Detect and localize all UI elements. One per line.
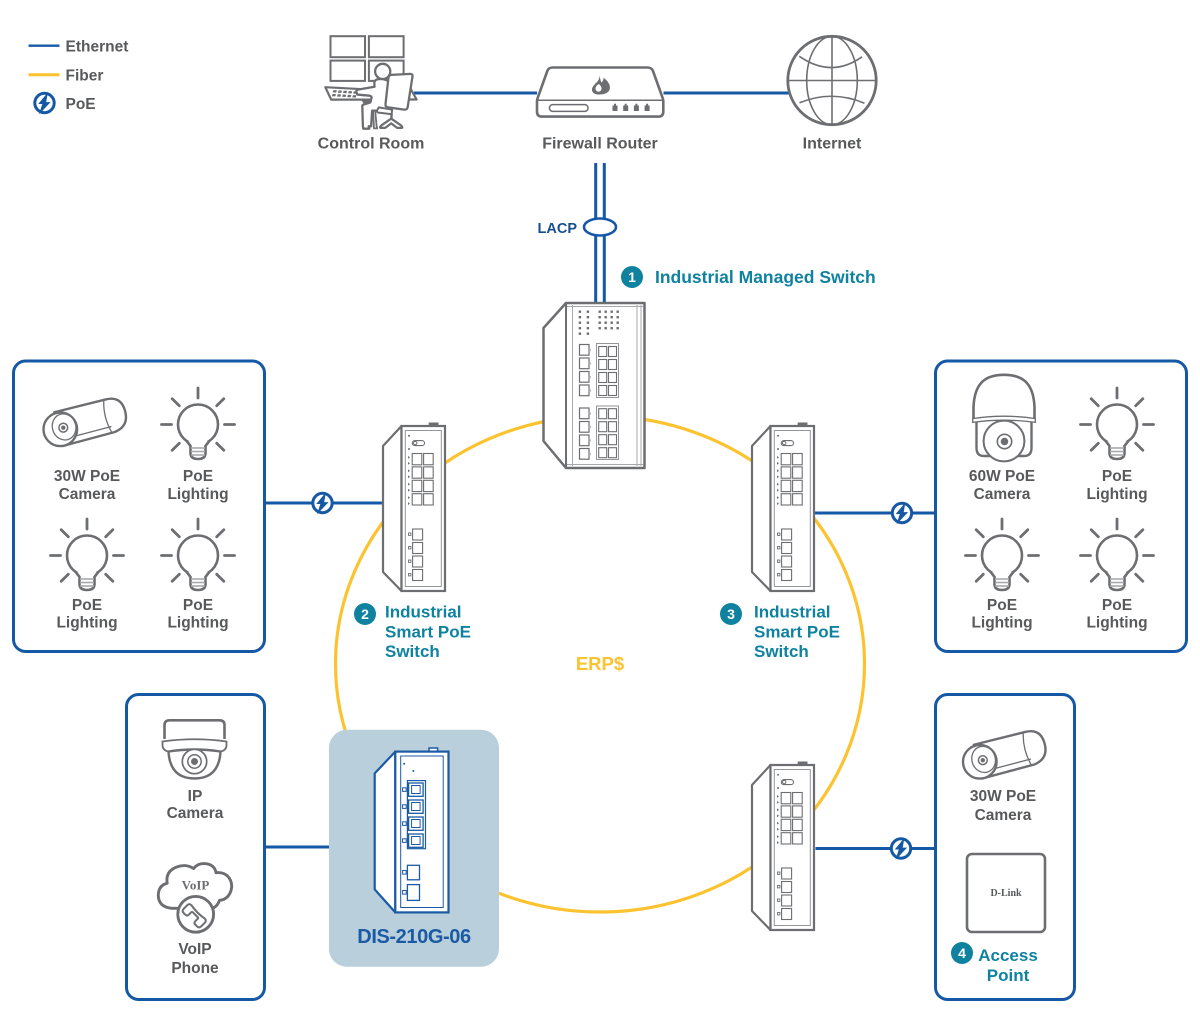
svg-text:30W PoE: 30W PoE [54, 468, 120, 485]
svg-text:PoE: PoE [183, 597, 213, 614]
svg-text:Camera: Camera [974, 486, 1031, 503]
svg-text:3: 3 [727, 606, 735, 622]
svg-text:2: 2 [361, 606, 369, 622]
svg-text:Industrial: Industrial [754, 603, 831, 622]
svg-text:PoE: PoE [72, 597, 102, 614]
svg-text:Lighting: Lighting [167, 615, 228, 632]
svg-text:IP: IP [188, 788, 203, 805]
svg-text:Lighting: Lighting [1086, 615, 1147, 632]
svg-text:Firewall Router: Firewall Router [542, 136, 658, 153]
svg-text:Lighting: Lighting [167, 486, 228, 503]
svg-text:VoIP: VoIP [182, 878, 210, 893]
svg-text:D-Link: D-Link [990, 888, 1022, 899]
svg-text:Fiber: Fiber [66, 68, 104, 85]
svg-text:Lighting: Lighting [1086, 486, 1147, 503]
svg-text:Access: Access [978, 946, 1038, 965]
svg-text:DIS-210G-06: DIS-210G-06 [357, 926, 471, 948]
svg-text:4: 4 [958, 945, 966, 961]
svg-text:LACP: LACP [538, 221, 578, 237]
svg-text:Ethernet: Ethernet [66, 39, 129, 56]
svg-text:Smart PoE: Smart PoE [754, 623, 840, 642]
svg-text:PoE: PoE [183, 468, 213, 485]
svg-text:Camera: Camera [975, 807, 1032, 824]
svg-text:PoE: PoE [987, 597, 1017, 614]
svg-text:VoIP: VoIP [178, 941, 211, 958]
svg-text:Camera: Camera [167, 805, 224, 822]
svg-text:1: 1 [628, 269, 636, 285]
svg-text:Lighting: Lighting [971, 615, 1032, 632]
svg-text:PoE: PoE [66, 96, 96, 113]
svg-text:Industrial Managed Switch: Industrial Managed Switch [655, 267, 876, 287]
svg-text:Switch: Switch [385, 642, 440, 661]
svg-text:Industrial: Industrial [385, 603, 462, 622]
svg-text:Control Room: Control Room [318, 136, 425, 153]
svg-text:Switch: Switch [754, 642, 809, 661]
svg-text:ERP$: ERP$ [576, 653, 625, 674]
svg-text:Point: Point [987, 966, 1030, 985]
svg-text:Lighting: Lighting [56, 615, 117, 632]
svg-text:Phone: Phone [171, 960, 219, 977]
svg-text:PoE: PoE [1102, 468, 1132, 485]
svg-text:30W PoE: 30W PoE [970, 788, 1036, 805]
svg-text:PoE: PoE [1102, 597, 1132, 614]
svg-text:Camera: Camera [59, 486, 116, 503]
svg-text:Internet: Internet [803, 136, 862, 153]
svg-text:Smart PoE: Smart PoE [385, 623, 471, 642]
svg-text:60W PoE: 60W PoE [969, 468, 1035, 485]
